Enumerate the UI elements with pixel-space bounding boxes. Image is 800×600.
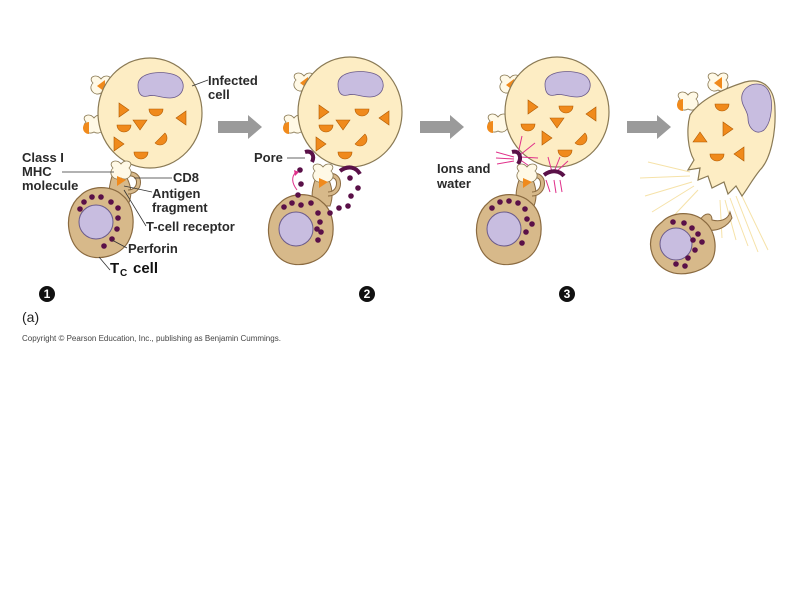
label-ions-line2: water bbox=[436, 176, 471, 191]
perforin-pore bbox=[304, 149, 316, 163]
step-marker-1 bbox=[39, 286, 55, 302]
label-mhc-line1: Class I bbox=[22, 150, 64, 165]
label-antigen-line2: fragment bbox=[152, 200, 208, 215]
process-arrow-1 bbox=[218, 115, 262, 139]
label-cd8: CD8 bbox=[173, 170, 199, 185]
label-ions-line1: Ions and bbox=[437, 161, 491, 176]
step-3-panel: Ions and water 3 bbox=[436, 56, 610, 302]
step-number-3: 3 bbox=[564, 287, 571, 301]
label-t-cell-receptor: T-cell receptor bbox=[146, 219, 235, 234]
perforin-pore bbox=[511, 149, 522, 166]
tc-nucleus bbox=[486, 211, 522, 247]
perforin-pore bbox=[338, 165, 362, 176]
step-number-1: 1 bbox=[44, 287, 51, 301]
perforin-granules bbox=[281, 167, 361, 243]
label-infected-cell-line1: Infected bbox=[208, 73, 258, 88]
perforin-granules bbox=[670, 219, 705, 269]
step-2-panel: Pore 2 bbox=[254, 56, 403, 302]
label-mhc-line3: molecule bbox=[22, 178, 78, 193]
infected-cell-nucleus bbox=[741, 83, 772, 133]
process-arrow-2 bbox=[420, 115, 464, 139]
perforin-granules bbox=[77, 194, 121, 249]
infected-cell-nucleus bbox=[337, 71, 384, 98]
label-mhc-line2: MHC bbox=[22, 164, 52, 179]
tc-nucleus bbox=[659, 227, 693, 261]
leader-lines bbox=[62, 79, 209, 271]
step-4-panel bbox=[639, 72, 776, 275]
tc-nucleus bbox=[278, 211, 314, 247]
label-tc-main: T bbox=[110, 260, 119, 277]
perforin-granules bbox=[489, 198, 535, 246]
step-1-panel: Infected cell Class I MHC molecule CD8 A… bbox=[22, 57, 258, 302]
step-number-2: 2 bbox=[364, 287, 371, 301]
label-tc-subscript: C bbox=[120, 268, 127, 279]
step-marker-2 bbox=[359, 286, 375, 302]
copyright-notice: Copyright © Pearson Education, Inc., pub… bbox=[22, 334, 281, 343]
panel-label: (a) bbox=[22, 309, 40, 325]
label-perforin: Perforin bbox=[128, 241, 178, 256]
ion-arrows bbox=[495, 135, 569, 194]
infected-cell-nucleus bbox=[137, 72, 184, 99]
infected-cell-nucleus bbox=[544, 71, 591, 98]
label-tc-cell: cell bbox=[133, 260, 158, 277]
perforin-pore bbox=[542, 169, 566, 178]
process-arrow-3 bbox=[627, 115, 671, 139]
step-marker-3 bbox=[559, 286, 575, 302]
label-infected-cell-line2: cell bbox=[208, 87, 230, 102]
label-antigen-line1: Antigen bbox=[152, 186, 200, 201]
tc-nucleus bbox=[78, 204, 114, 240]
label-pore: Pore bbox=[254, 150, 283, 165]
